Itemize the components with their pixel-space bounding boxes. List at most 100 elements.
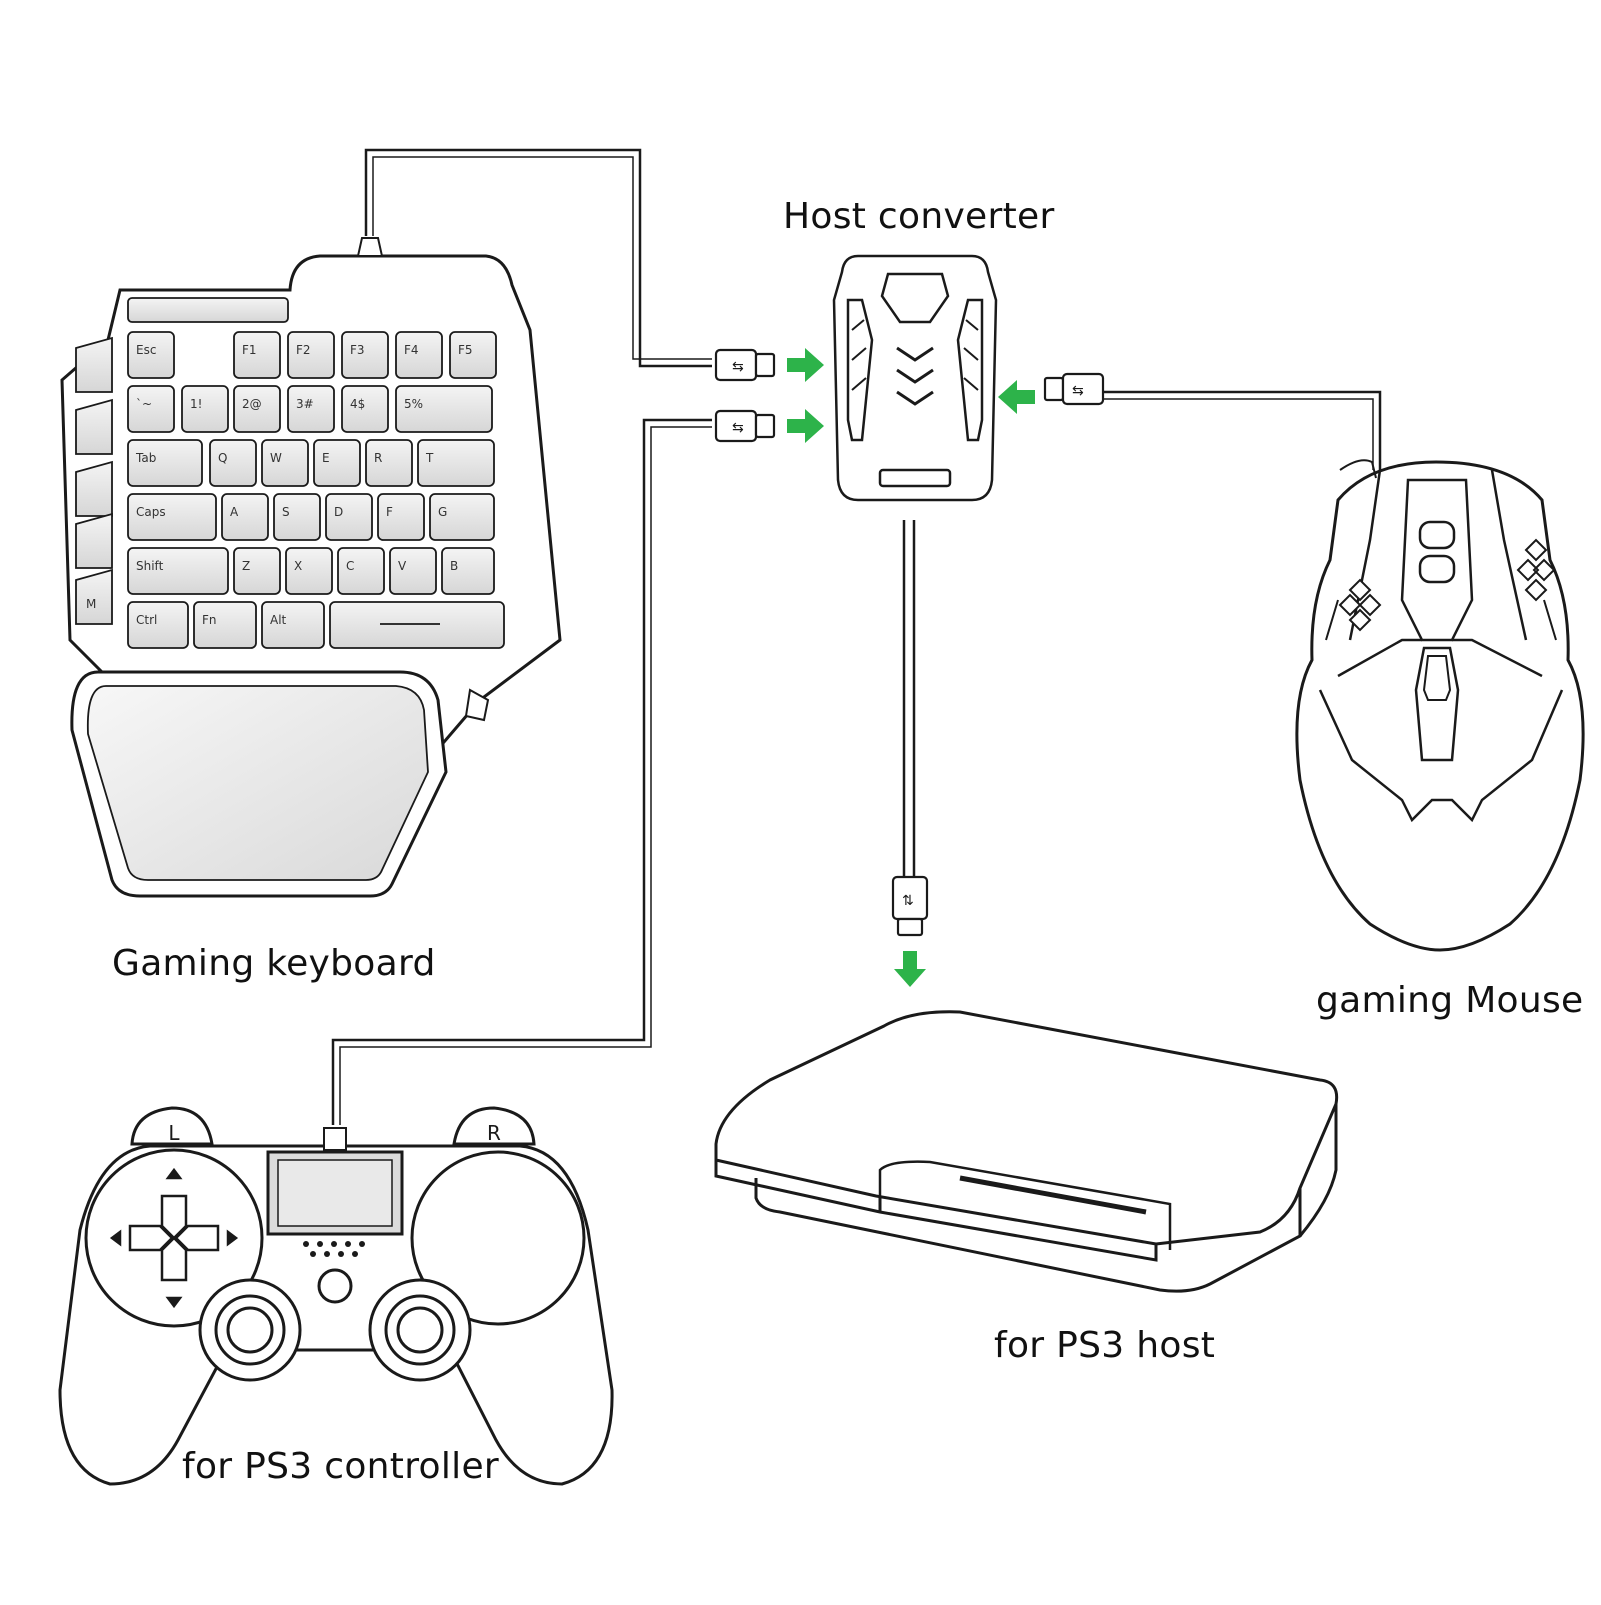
keyboard-key bbox=[313, 439, 361, 487]
green-arrow-icon bbox=[787, 409, 824, 443]
usb-b-connector-icon: ⇆ bbox=[714, 348, 776, 382]
keyboard-key bbox=[127, 601, 189, 649]
keyboard-key bbox=[233, 385, 281, 433]
keyboard-key-label: F4 bbox=[404, 343, 419, 357]
left-bumper-label: L bbox=[168, 1121, 180, 1145]
keyboard-key-label: F1 bbox=[242, 343, 257, 357]
keyboard-key bbox=[441, 547, 495, 595]
keyboard-key bbox=[395, 385, 493, 433]
keyboard-key-label: Fn bbox=[202, 613, 217, 627]
keyboard-key bbox=[325, 493, 373, 541]
keyboard-side-key bbox=[75, 568, 113, 625]
keyboard-key bbox=[389, 547, 437, 595]
keyboard-key-label: X bbox=[294, 559, 302, 573]
keyboard-key-label: Q bbox=[218, 451, 227, 465]
keyboard-key bbox=[273, 493, 321, 541]
keyboard-key bbox=[261, 601, 325, 649]
keyboard-key-label: F2 bbox=[296, 343, 311, 357]
gaming-keyboard-label: Gaming keyboard bbox=[112, 943, 436, 984]
keyboard-key-label: Ctrl bbox=[136, 613, 157, 627]
keyboard-key bbox=[365, 439, 413, 487]
keyboard-key bbox=[127, 385, 175, 433]
keyboard-key-label: Tab bbox=[135, 451, 156, 465]
keyboard-side-key bbox=[75, 398, 113, 455]
ps3-console bbox=[714, 1010, 1339, 1293]
keyboard-side-key bbox=[75, 336, 113, 393]
keyboard-key-label: F bbox=[386, 505, 393, 519]
svg-text:⇆: ⇆ bbox=[1072, 383, 1084, 399]
keyboard-key-label: W bbox=[270, 451, 282, 465]
keyboard-key-label: Caps bbox=[136, 505, 166, 519]
keyboard-key-label: 4$ bbox=[350, 397, 365, 411]
svg-text:⇅: ⇅ bbox=[902, 893, 914, 909]
keyboard-key-label: T bbox=[425, 451, 434, 465]
mouse-cable-inner bbox=[1100, 398, 1374, 470]
keyboard-key-label: V bbox=[398, 559, 407, 573]
keyboard-key bbox=[377, 493, 425, 541]
keyboard-key bbox=[127, 547, 229, 595]
svg-text:⇆: ⇆ bbox=[732, 420, 744, 436]
mouse-cable bbox=[1100, 390, 1382, 470]
keyboard-key bbox=[417, 439, 495, 487]
keyboard-key bbox=[233, 547, 281, 595]
right-bumper-label: R bbox=[487, 1121, 501, 1145]
keyboard-key bbox=[395, 331, 443, 379]
usb-b-connector-icon: ⇆ bbox=[1043, 372, 1105, 406]
gaming-mouse bbox=[1295, 459, 1585, 952]
keyboard-key bbox=[287, 385, 335, 433]
speaker-grille bbox=[303, 1241, 365, 1257]
keyboard-key bbox=[429, 493, 495, 541]
controller-cable bbox=[331, 418, 712, 1125]
keyboard-side-key bbox=[75, 460, 113, 517]
keyboard-key bbox=[127, 493, 217, 541]
controller-cable-inner bbox=[339, 426, 712, 1125]
ps3-controller-label: for PS3 controller bbox=[182, 1446, 499, 1487]
keyboard-key bbox=[287, 331, 335, 379]
dpad-icon bbox=[109, 1167, 239, 1309]
keyboard-key-label: Z bbox=[242, 559, 250, 573]
keyboard-key bbox=[127, 331, 175, 379]
keyboard-key-label: F5 bbox=[458, 343, 473, 357]
host-converter-label: Host converter bbox=[783, 196, 1055, 237]
keyboard-side-keys: M bbox=[75, 336, 113, 625]
keyboard-key bbox=[181, 385, 229, 433]
console-top bbox=[714, 1010, 1339, 1246]
keyboard-key-label: Esc bbox=[136, 343, 156, 357]
keyboard-side-key-label: M bbox=[86, 597, 96, 611]
keyboard-key bbox=[285, 547, 333, 595]
usb-a-connector-icon: ⇅ bbox=[891, 875, 929, 937]
keyboard-key bbox=[341, 385, 389, 433]
keyboard-cable-plug bbox=[356, 237, 384, 257]
keyboard-key bbox=[337, 547, 385, 595]
keyboard-key-label: `~ bbox=[136, 397, 152, 411]
keyboard-key-label: R bbox=[374, 451, 382, 465]
green-arrow-icon bbox=[998, 380, 1035, 414]
keyboard-key-label: D bbox=[334, 505, 343, 519]
keyboard-key bbox=[193, 601, 257, 649]
keyboard-key-label: 1! bbox=[190, 397, 202, 411]
keyboard-cable bbox=[364, 148, 712, 368]
green-arrow-icon bbox=[894, 951, 926, 987]
keyboard-key bbox=[261, 439, 309, 487]
keyboard-key-label: A bbox=[230, 505, 239, 519]
keyboard-key bbox=[221, 493, 269, 541]
gaming-mouse-label: gaming Mouse bbox=[1316, 980, 1584, 1021]
svg-text:⇆: ⇆ bbox=[732, 359, 744, 375]
cables bbox=[331, 148, 1382, 1125]
host-converter-device bbox=[832, 254, 998, 502]
green-arrow-icon bbox=[787, 348, 824, 382]
ps3-host-label: for PS3 host bbox=[994, 1325, 1216, 1366]
keyboard-key-label: 5% bbox=[404, 397, 423, 411]
keyboard-key bbox=[449, 331, 497, 379]
keyboard-key-label: S bbox=[282, 505, 290, 519]
keyboard-key-label: C bbox=[346, 559, 354, 573]
keyboard-key bbox=[233, 331, 281, 379]
keyboard-key-label: G bbox=[438, 505, 447, 519]
usb-b-connector-icon: ⇆ bbox=[714, 409, 776, 443]
keyboard-key-label: Alt bbox=[270, 613, 287, 627]
keyboard-key bbox=[209, 439, 257, 487]
